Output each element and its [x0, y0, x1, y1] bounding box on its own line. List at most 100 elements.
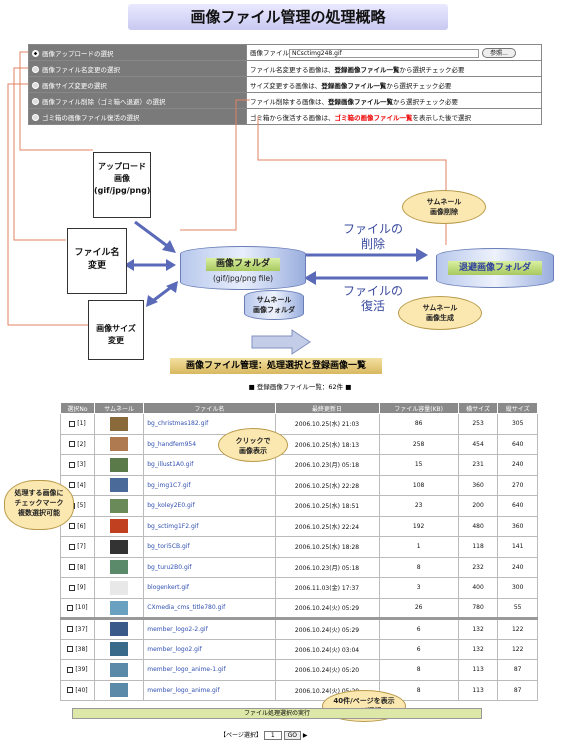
- cell-filename[interactable]: bg_tori5CB.gif: [143, 536, 276, 558]
- upload-desc: 画像ファイル: [250, 49, 289, 57]
- cell-filename[interactable]: bg_sctimg1F2.gif: [143, 515, 276, 537]
- cell-thumb: [93, 413, 145, 435]
- cell-width: 360: [457, 474, 499, 496]
- select-checkbox[interactable]: [69, 441, 76, 448]
- radio-icon[interactable]: [32, 98, 39, 105]
- cell-select: [10]: [60, 597, 95, 619]
- thumbnail[interactable]: [110, 478, 129, 493]
- next-arrow-icon[interactable]: ▶: [302, 732, 308, 739]
- col-filename: ファイル名: [143, 402, 276, 414]
- cell-height: 141: [497, 536, 538, 558]
- cell-height: 122: [497, 618, 538, 640]
- thumbnail[interactable]: [110, 683, 129, 698]
- option-restore[interactable]: ゴミ箱の画像ファイル復活の選択: [28, 108, 247, 125]
- thumbnail[interactable]: [110, 539, 129, 554]
- cell-size: 26: [378, 597, 459, 619]
- select-checkbox[interactable]: [69, 461, 76, 468]
- cell-filename[interactable]: bg_turu2B0.gif: [143, 556, 276, 578]
- col-thumb: サムネール: [93, 402, 145, 414]
- resize-card: 画像サイズ 変更: [88, 300, 144, 360]
- cell-thumb: [93, 597, 145, 619]
- cell-size: 1: [378, 536, 459, 558]
- cell-size: 8: [378, 659, 459, 681]
- row-no: [3]: [77, 461, 86, 469]
- browse-button[interactable]: 参照...: [482, 48, 516, 58]
- connector-resize: [7, 83, 88, 326]
- cell-filename[interactable]: bg_koley2E0.gif: [143, 495, 276, 517]
- thumbnail[interactable]: [110, 600, 129, 615]
- select-checkbox[interactable]: [67, 604, 74, 611]
- select-checkbox[interactable]: [69, 564, 76, 571]
- select-checkbox[interactable]: [67, 626, 74, 633]
- radio-icon[interactable]: [32, 66, 39, 73]
- thumbnail[interactable]: [110, 457, 129, 472]
- cell-thumb: [93, 433, 145, 455]
- select-checkbox[interactable]: [69, 482, 76, 489]
- thumbnail[interactable]: [110, 580, 129, 595]
- thumbnail[interactable]: [110, 560, 129, 575]
- option-resize[interactable]: 画像サイズ変更の選択: [28, 76, 247, 93]
- restore-label: ファイルの 復活: [342, 284, 403, 313]
- cell-date: 2006.11.03(金) 17:37: [274, 577, 380, 599]
- thumbnail[interactable]: [110, 498, 129, 513]
- select-checkbox[interactable]: [67, 646, 74, 653]
- row-no: [6]: [77, 522, 86, 530]
- select-checkbox[interactable]: [67, 687, 74, 694]
- cell-thumb: [93, 515, 145, 537]
- list-subtitle: ■ 登録画像ファイル一覧：62件 ■: [248, 383, 352, 391]
- file-path-input[interactable]: NCsctimg248.gif: [289, 48, 479, 58]
- cell-date: 2006.10.25(水) 21:03: [274, 413, 380, 435]
- cell-thumb: [93, 638, 145, 660]
- select-checkbox[interactable]: [67, 666, 74, 673]
- cell-filename[interactable]: member_logo2.gif: [143, 638, 276, 660]
- cell-date: 2006.10.25(水) 18:13: [274, 433, 380, 455]
- option-rename[interactable]: 画像ファイル名変更の選択: [28, 60, 247, 77]
- cell-date: 2006.10.24(火) 03:04: [274, 638, 380, 660]
- cell-width: 118: [457, 536, 499, 558]
- select-checkbox[interactable]: [69, 523, 76, 530]
- cell-date: 2006.10.25(水) 22:28: [274, 474, 380, 496]
- row-no: [4]: [77, 481, 86, 489]
- thumbnail[interactable]: [110, 642, 129, 657]
- cell-thumb: [93, 618, 145, 640]
- row-no: [7]: [77, 543, 86, 551]
- cell-height: 640: [497, 495, 538, 517]
- cell-select: [2]: [60, 433, 95, 455]
- cell-filename[interactable]: bg_img1C7.gif: [143, 474, 276, 496]
- page-select[interactable]: 1: [263, 731, 282, 740]
- select-checkbox[interactable]: [69, 543, 76, 550]
- cell-filename[interactable]: blogenkert.gif: [143, 577, 276, 599]
- execute-button[interactable]: ファイル処理選択の実行: [72, 708, 482, 719]
- thumbnail[interactable]: [110, 416, 129, 431]
- cell-filename[interactable]: CXmedia_cms_title780.gif: [143, 597, 276, 619]
- page-title: 画像ファイル管理の処理概略: [128, 4, 448, 30]
- radio-icon[interactable]: [32, 114, 39, 121]
- thumbnail[interactable]: [110, 622, 129, 637]
- cell-height: 270: [497, 474, 538, 496]
- thumbnail[interactable]: [110, 662, 129, 677]
- row-no: [39]: [75, 666, 88, 674]
- option-row-resize: 画像サイズ変更の選択 サイズ変更する画像は、登録画像ファイル一覧から選択チェック…: [28, 76, 542, 93]
- row-no: [2]: [77, 440, 86, 448]
- cell-height: 300: [497, 577, 538, 599]
- cell-date: 2006.10.23(月) 05:18: [274, 454, 380, 476]
- select-checkbox[interactable]: [69, 420, 76, 427]
- thumbnail[interactable]: [110, 519, 129, 534]
- thumbnail[interactable]: [110, 437, 129, 452]
- cell-thumb: [93, 577, 145, 599]
- col-select: 選択No: [60, 402, 95, 414]
- radio-icon[interactable]: [32, 82, 39, 89]
- option-upload[interactable]: 画像アップロードの選択: [28, 44, 247, 61]
- option-delete[interactable]: 画像ファイル削除（ゴミ箱へ退避）の選択: [28, 92, 247, 109]
- cell-filename[interactable]: member_logo_anime-1.gif: [143, 659, 276, 681]
- cell-height: 305: [497, 413, 538, 435]
- go-button[interactable]: GO: [283, 731, 301, 740]
- radio-icon[interactable]: [32, 50, 39, 57]
- select-checkbox[interactable]: [69, 584, 76, 591]
- connector-upload: [19, 51, 93, 151]
- cell-filename[interactable]: member_logo_anime.gif: [143, 679, 276, 701]
- cell-filename[interactable]: member_logo2-2.gif: [143, 618, 276, 640]
